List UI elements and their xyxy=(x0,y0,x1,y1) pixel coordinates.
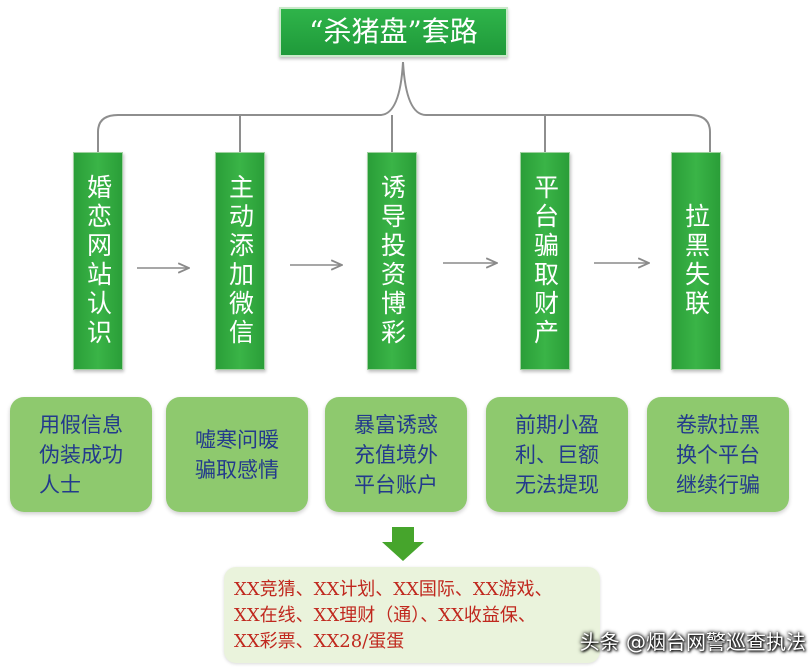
step-box-1: 婚恋网站认识 xyxy=(73,152,123,370)
step-label-4: 平台骗取财产 xyxy=(530,174,560,348)
detail-box-4: 前期小盈 利、巨额 无法提现 xyxy=(486,397,628,512)
watermark-text: 头条 @烟台网警巡查执法 xyxy=(579,630,806,654)
detail-box-2: 嘘寒问暖 骗取感情 xyxy=(166,397,308,512)
detail-box-3: 暴富诱惑 充值境外 平台账户 xyxy=(325,397,467,512)
step-box-4: 平台骗取财产 xyxy=(520,152,570,370)
step-box-2: 主动添加微信 xyxy=(215,152,265,370)
step-label-5: 拉黑失联 xyxy=(681,203,711,319)
platform-list-text: XX竞猜、XX计划、XX国际、XX游戏、 XX在线、XX理财（通）、XX收益保、… xyxy=(234,579,553,652)
down-arrow-icon xyxy=(382,527,424,561)
step-box-3: 诱导投资博彩 xyxy=(367,152,417,370)
detail-text-2: 嘘寒问暖 骗取感情 xyxy=(195,427,279,482)
step-label-2: 主动添加微信 xyxy=(225,174,255,348)
title-text: “杀猪盘”套路 xyxy=(309,15,478,48)
detail-box-1: 用假信息 伪装成功 人士 xyxy=(10,397,152,512)
detail-text-4: 前期小盈 利、巨额 无法提现 xyxy=(515,412,599,497)
detail-text-1: 用假信息 伪装成功 人士 xyxy=(39,412,123,497)
step-label-1: 婚恋网站认识 xyxy=(83,174,113,348)
step-box-5: 拉黑失联 xyxy=(671,152,721,370)
detail-text-3: 暴富诱惑 充值境外 平台账户 xyxy=(354,412,438,497)
step-label-3: 诱导投资博彩 xyxy=(377,174,407,348)
brace-line xyxy=(97,61,711,160)
platform-list-box: XX竞猜、XX计划、XX国际、XX游戏、 XX在线、XX理财（通）、XX收益保、… xyxy=(224,567,600,663)
detail-box-5: 卷款拉黑 换个平台 继续行骗 xyxy=(647,397,789,512)
watermark: 头条 @烟台网警巡查执法 xyxy=(558,624,806,660)
detail-text-5: 卷款拉黑 换个平台 继续行骗 xyxy=(676,412,760,497)
title-box: “杀猪盘”套路 xyxy=(279,7,508,57)
